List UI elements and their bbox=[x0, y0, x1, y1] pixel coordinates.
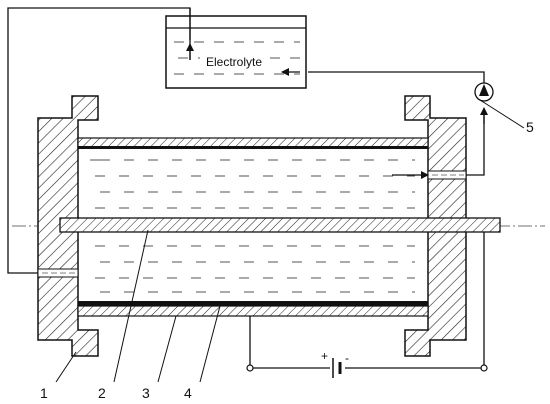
terminal-left bbox=[246, 364, 254, 372]
central-rod bbox=[59, 217, 501, 233]
inner-top-line bbox=[78, 146, 428, 149]
outlet-pipe bbox=[466, 112, 485, 176]
battery-icon bbox=[332, 358, 342, 378]
battery-plus-sign: + bbox=[321, 349, 328, 363]
part-label-4: 4 bbox=[184, 385, 192, 401]
leader-lines bbox=[55, 99, 525, 383]
battery-minus-sign: - bbox=[345, 351, 349, 365]
terminal-right bbox=[480, 364, 488, 372]
part-label-5: 5 bbox=[526, 119, 534, 135]
tank-liquid-dashes bbox=[174, 41, 300, 75]
supply-pipe bbox=[308, 71, 485, 83]
part-label-2: 2 bbox=[98, 385, 106, 401]
part-label-1: 1 bbox=[40, 385, 48, 401]
electrolyte-tank bbox=[165, 15, 307, 89]
insulating-layer bbox=[78, 301, 428, 306]
part-label-3: 3 bbox=[142, 385, 150, 401]
electrolyte-upper-chamber bbox=[90, 159, 415, 209]
tank-label: Electrolyte bbox=[206, 55, 262, 69]
electrolyte-lower-chamber bbox=[95, 245, 415, 293]
pump-icon bbox=[474, 82, 494, 102]
